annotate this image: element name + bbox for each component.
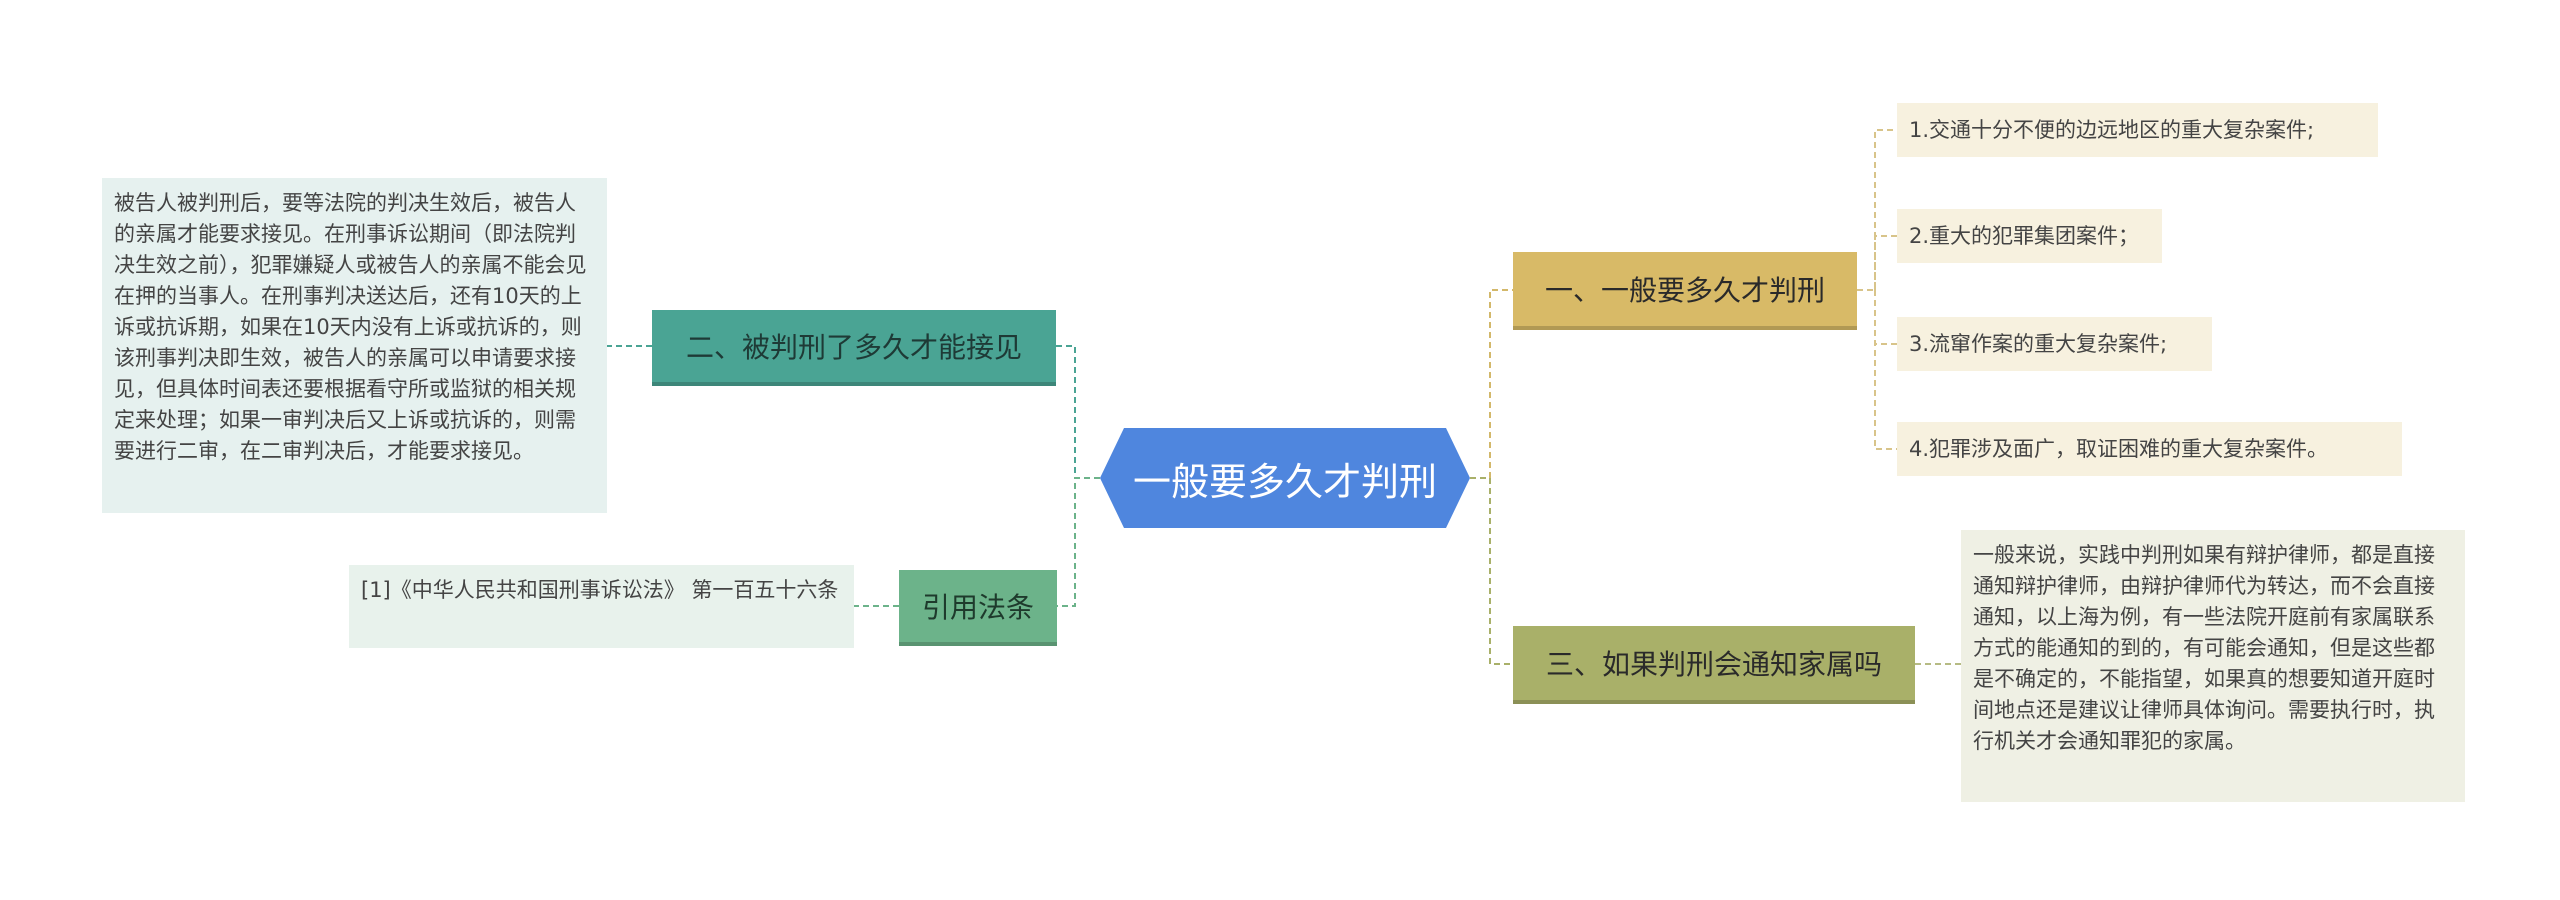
leaf-text: 2.重大的犯罪集团案件； [1909,223,2140,248]
link-root-b2 [1056,345,1100,479]
branch-how-long-sentencing[interactable]: 一、一般要多久才判刑 [1513,252,1857,326]
link-root-b3 [1470,477,1513,665]
leaf-text: 一般来说，实践中判刑如果有辩护律师，都是直接通知辩护律师，由辩护律师代为转达，而… [1973,543,2435,753]
leaf-text: 3.流窜作案的重大复杂案件; [1909,331,2168,356]
leaf-text: 被告人被判刑后，要等法院的判决生效后，被告人的亲属才能要求接见。在刑事诉讼期间（… [114,191,587,463]
link-root-b1 [1470,289,1513,479]
leaf-item[interactable]: 4.犯罪涉及面广，取证困难的重大复杂案件。 [1897,422,2402,476]
leaf-law-citation[interactable]: [1]《中华人民共和国刑事诉讼法》 第一百五十六条 [349,565,854,648]
branch-visit-after-sentence[interactable]: 二、被判刑了多久才能接见 [652,310,1056,382]
branch-label: 二、被判刑了多久才能接见 [685,331,1022,364]
leaf-text: [1]《中华人民共和国刑事诉讼法》 第一百五十六条 [361,578,839,602]
branch-label: 三、如果判刑会通知家属吗 [1545,648,1882,681]
leaf-item[interactable]: 1.交通十分不便的边远地区的重大复杂案件; [1897,103,2378,157]
leaf-item[interactable]: 2.重大的犯罪集团案件； [1897,209,2162,263]
leaf-notify-detail[interactable]: 一般来说，实践中判刑如果有辩护律师，都是直接通知辩护律师，由辩护律师代为转达，而… [1961,530,2465,802]
leaf-visit-detail[interactable]: 被告人被判刑后，要等法院的判决生效后，被告人的亲属才能要求接见。在刑事诉讼期间（… [102,178,607,513]
branch-cited-law[interactable]: 引用法条 [899,570,1057,642]
central-topic[interactable]: 一般要多久才判刑 [1100,428,1470,528]
branch-notify-family[interactable]: 三、如果判刑会通知家属吗 [1513,626,1915,700]
leaf-text: 4.犯罪涉及面广，取证困难的重大复杂案件。 [1909,436,2329,461]
leaf-text: 1.交通十分不便的边远地区的重大复杂案件; [1909,117,2315,142]
link-b1-leaves [1857,129,1897,450]
leaf-item[interactable]: 3.流窜作案的重大复杂案件; [1897,317,2212,371]
branch-label: 引用法条 [921,591,1034,624]
link-root-b4 [1057,477,1100,607]
branch-label: 一、一般要多久才判刑 [1544,274,1825,307]
central-topic-label: 一般要多久才判刑 [1132,459,1437,504]
